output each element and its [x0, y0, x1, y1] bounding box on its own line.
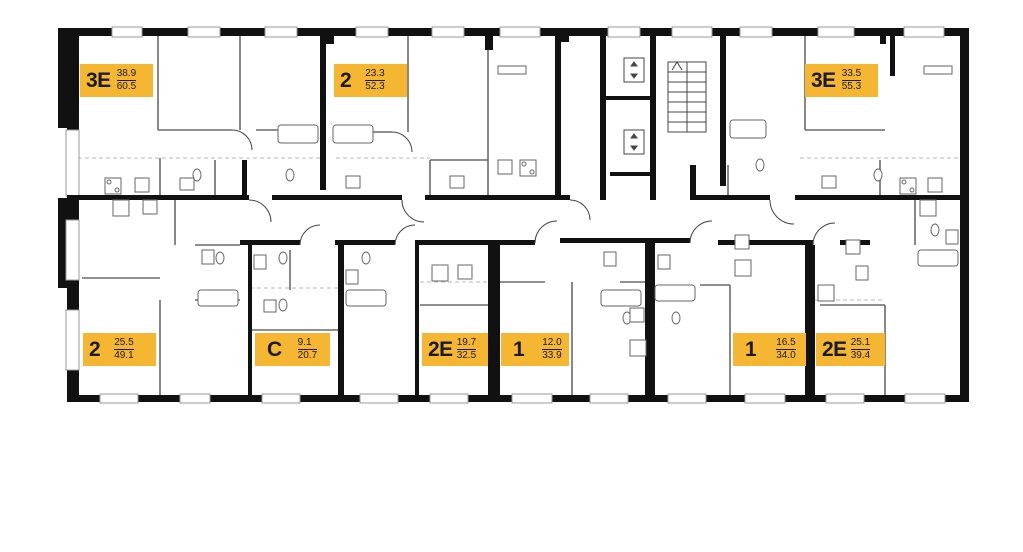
apartment-areas: 19.7 32.5 — [456, 337, 477, 362]
living-area: 25.5 — [114, 337, 134, 350]
apartment-type: 3E — [811, 68, 836, 92]
elevator-icon — [623, 57, 645, 155]
apartment-type: 1 — [745, 337, 757, 361]
living-area: 12.0 — [542, 337, 562, 350]
apartment-label-3e-left[interactable]: 3E 38.9 60.5 — [80, 64, 153, 97]
apartment-type: 1 — [513, 337, 525, 361]
total-area: 39.4 — [850, 350, 871, 361]
apartment-label-1-right[interactable]: 1 16.5 34.0 — [733, 333, 806, 366]
living-area: 23.3 — [365, 68, 385, 81]
stairs-icon — [667, 61, 707, 133]
apartment-areas: 25.5 49.1 — [114, 337, 134, 362]
total-area: 49.1 — [114, 350, 134, 361]
structural-walls — [67, 36, 960, 395]
living-area: 38.9 — [116, 68, 137, 81]
apartment-label-c[interactable]: C 9.1 20.7 — [255, 333, 330, 366]
apartment-label-1-center[interactable]: 1 12.0 33.9 — [501, 333, 569, 366]
apartment-areas: 25.1 39.4 — [850, 337, 871, 362]
apartment-areas: 33.5 55.3 — [841, 68, 862, 93]
apartment-areas: 16.5 34.0 — [776, 337, 796, 362]
zoning-dashed-lines — [78, 157, 965, 301]
living-area: 33.5 — [841, 68, 862, 81]
living-area: 25.1 — [850, 337, 871, 350]
sink-icon — [179, 175, 959, 313]
apartment-areas: 23.3 52.3 — [365, 68, 385, 93]
bathtub-icon — [197, 65, 959, 307]
apartment-areas: 12.0 33.9 — [542, 337, 562, 362]
living-area: 16.5 — [776, 337, 796, 350]
doors — [231, 129, 836, 246]
living-area: 19.7 — [456, 337, 477, 350]
apartment-type: 2 — [340, 68, 352, 92]
stove-icon — [104, 159, 937, 357]
total-area: 60.5 — [116, 81, 137, 92]
apartment-type: 2E — [822, 337, 847, 361]
apartment-areas: 38.9 60.5 — [116, 68, 137, 93]
kitchen-sink-icon — [134, 159, 943, 323]
windows — [65, 26, 946, 404]
apartment-type: 2 — [89, 337, 101, 361]
total-area: 33.9 — [542, 350, 562, 361]
living-area: 9.1 — [297, 337, 318, 350]
apartment-label-2e-right[interactable]: 2E 25.1 39.4 — [816, 333, 885, 366]
apartment-type: C — [267, 337, 282, 361]
apartment-type: 3E — [86, 68, 111, 92]
apartment-label-2-top[interactable]: 2 23.3 52.3 — [334, 64, 407, 97]
apartment-type: 2E — [428, 337, 453, 361]
total-area: 52.3 — [365, 81, 385, 92]
apartment-label-2-bottom[interactable]: 2 25.5 49.1 — [83, 333, 156, 366]
toilet-icon — [192, 158, 940, 325]
total-area: 34.0 — [776, 350, 796, 361]
apartment-label-3e-right[interactable]: 3E 33.5 55.3 — [805, 64, 878, 97]
total-area: 32.5 — [456, 350, 477, 361]
total-area: 55.3 — [841, 81, 862, 92]
total-area: 20.7 — [297, 350, 318, 361]
apartment-label-2e-center[interactable]: 2E 19.7 32.5 — [422, 333, 488, 366]
apartment-areas: 9.1 20.7 — [297, 337, 318, 362]
